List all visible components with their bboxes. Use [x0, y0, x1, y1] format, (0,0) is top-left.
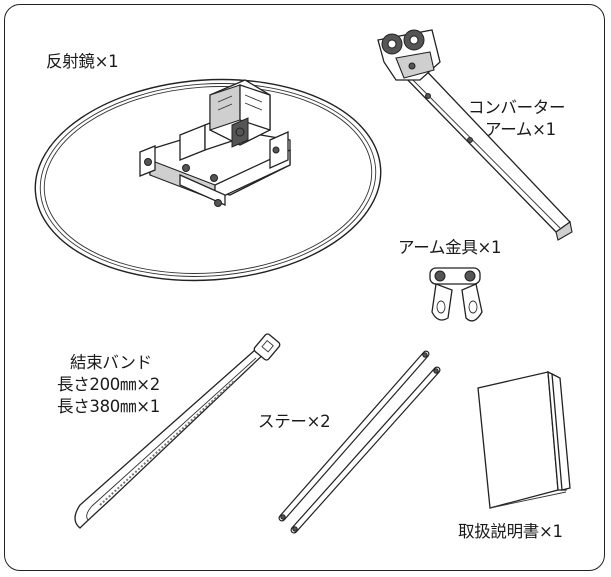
converter-arm-image	[377, 29, 573, 241]
stay-label: ステー×2	[258, 412, 331, 431]
cable-tie-image	[74, 333, 281, 529]
reflector-label: 反射鏡×1	[46, 52, 119, 71]
parts-list-frame	[4, 4, 605, 571]
cable-tie-200-label: 長さ200㎜×2	[57, 375, 160, 394]
cable-tie-380-label: 長さ380㎜×1	[57, 397, 160, 416]
reflector-dish-image	[34, 78, 382, 282]
converter-arm-label-line2: アーム×1	[485, 120, 556, 139]
stay-image	[278, 350, 441, 534]
arm-bracket-label: アーム金具×1	[398, 238, 502, 257]
converter-arm-label-line1: コンバーター	[468, 98, 566, 117]
manual-label: 取扱説明書×1	[458, 522, 563, 541]
manual-image	[477, 370, 571, 509]
arm-bracket-image	[429, 267, 483, 322]
cable-tie-title-label: 結束バンド	[70, 353, 152, 372]
